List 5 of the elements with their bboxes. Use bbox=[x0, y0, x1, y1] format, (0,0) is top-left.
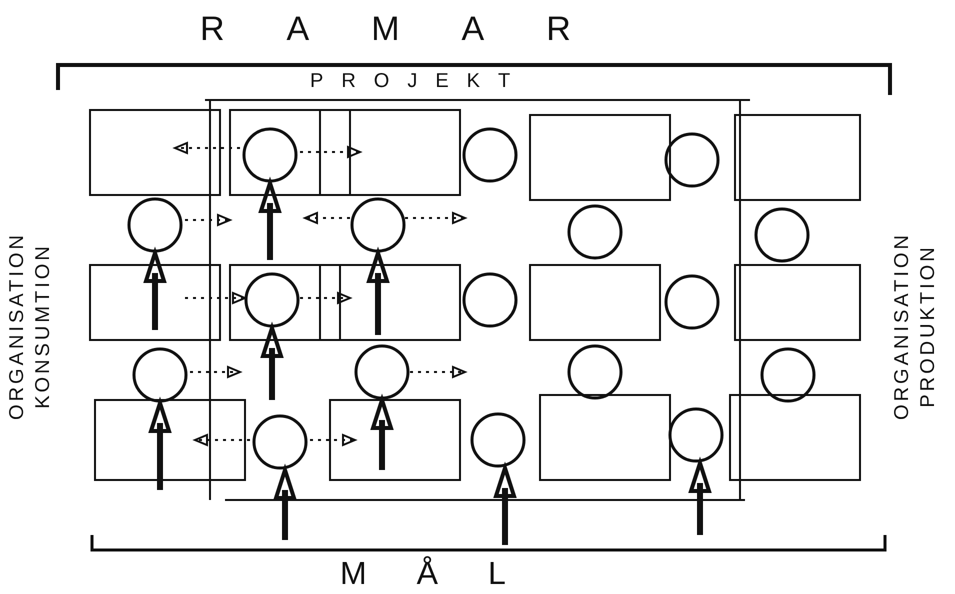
frame-heading: RAMAR bbox=[200, 10, 633, 49]
side-heading: ORGANISATION KONSUMTION bbox=[5, 231, 55, 422]
side-heading: ORGANISATION PRODUKTION bbox=[890, 231, 940, 422]
project-heading: PROJEKT bbox=[310, 70, 528, 93]
goal-heading: MÅL bbox=[340, 555, 556, 592]
